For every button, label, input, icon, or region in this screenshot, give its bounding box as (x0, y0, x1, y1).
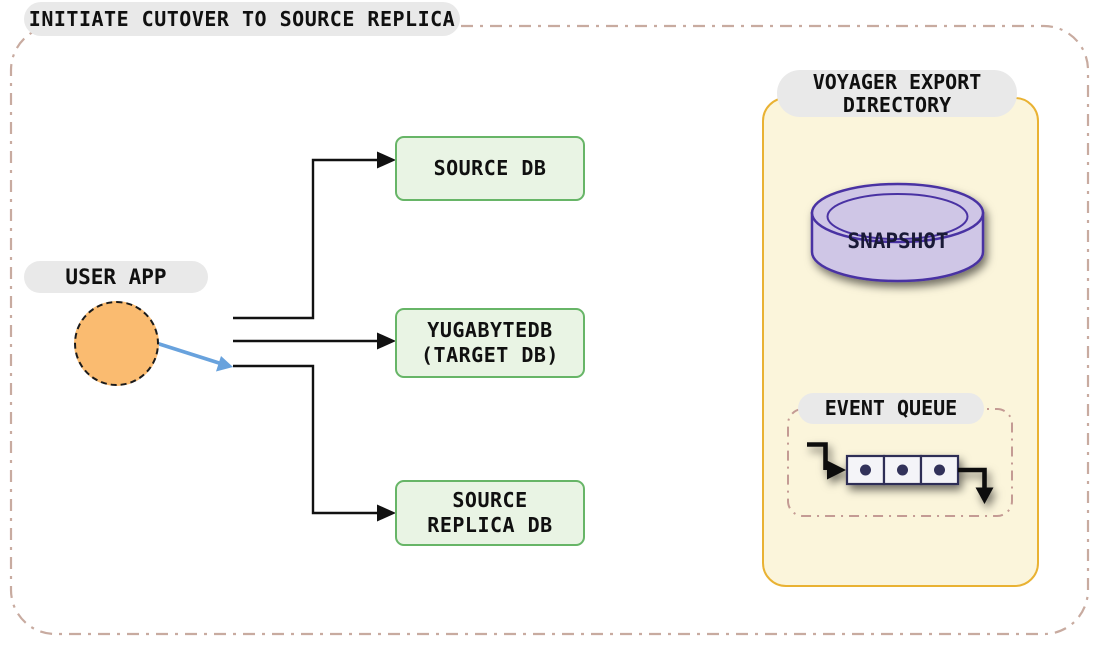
target-db-node: YUGABYTEDB (TARGET DB) (395, 308, 585, 378)
diagram-title: INITIATE CUTOVER TO SOURCE REPLICA (24, 2, 460, 36)
queue-out-arrow-line (958, 467, 987, 489)
connector-lines (233, 158, 379, 515)
queue-in-arrowhead (827, 460, 846, 480)
voyager-label-line2: DIRECTORY (842, 92, 952, 117)
user-app-node (74, 301, 159, 386)
arrowhead-target-db (377, 332, 396, 350)
target-db-label-line1: YUGABYTEDB (427, 318, 553, 342)
database-cylinder-icon (810, 182, 985, 283)
arrowhead-source-replica-db (377, 504, 396, 522)
queue-in-arrow-line (807, 442, 828, 470)
source-replica-db-node: SOURCE REPLICA DB (395, 480, 585, 546)
source-db-label: SOURCE DB (433, 156, 547, 180)
event-queue-label: EVENT QUEUE (798, 393, 984, 424)
snapshot-label: SNAPSHOT (847, 229, 949, 253)
user-app-label: USER APP (24, 261, 208, 293)
outer-frame-border (9, 24, 1090, 636)
source-db-node: SOURCE DB (395, 136, 585, 201)
connector-arrowheads (377, 151, 396, 522)
connector-to-source-db (233, 158, 379, 320)
queue-cells-with-arrows-icon (807, 442, 994, 504)
queue-out-arrowhead (975, 487, 994, 504)
arrowhead-source-db (377, 151, 396, 169)
connector-to-source-replica-db (233, 364, 379, 515)
voyager-label-line1: VOYAGER EXPORT (812, 69, 982, 94)
blue-arrow-icon (152, 340, 233, 372)
voyager-export-directory-panel (762, 97, 1039, 587)
target-db-label-line2: (TARGET DB) (421, 343, 559, 367)
source-replica-db-label-line2: REPLICA DB (427, 513, 553, 537)
source-replica-db-label-line1: SOURCE (452, 488, 528, 512)
voyager-export-directory-label: VOYAGER EXPORT DIRECTORY (777, 70, 1017, 117)
queue-cell-dots (860, 464, 945, 476)
